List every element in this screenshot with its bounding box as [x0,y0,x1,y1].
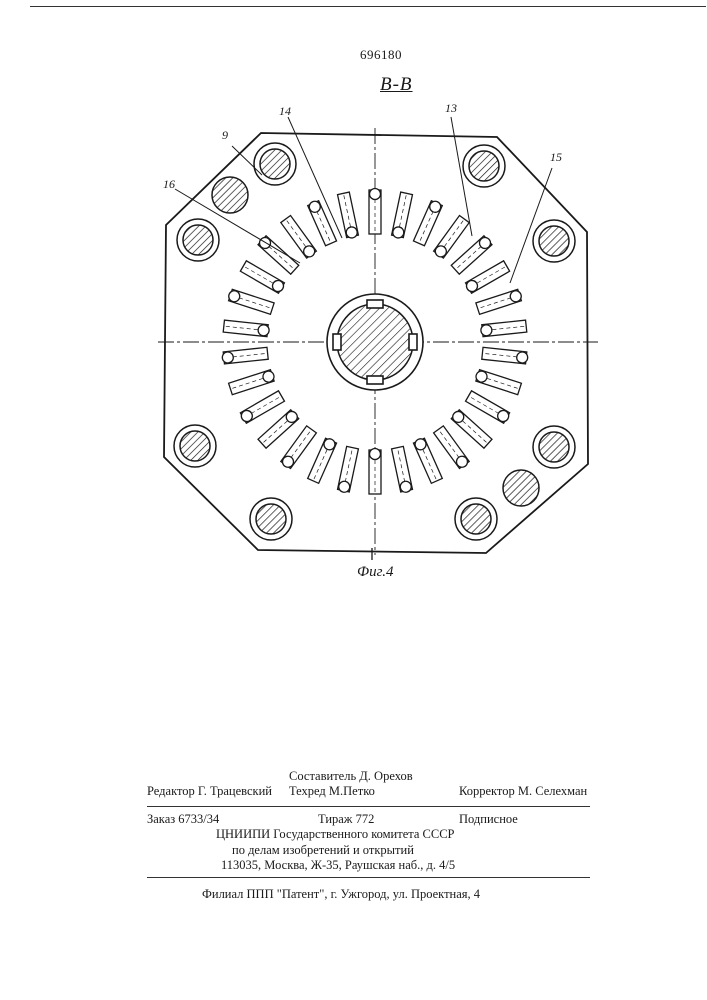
pin [369,189,381,235]
pin [480,320,527,337]
pin [280,426,316,470]
order-number: Заказ 6733/34 [147,812,219,827]
pin [307,199,336,245]
pin [337,446,358,493]
pin [474,369,521,394]
organization-dept: по делам изобретений и открытий [232,843,414,858]
pin [476,289,523,314]
pin [308,437,337,483]
central-hub [327,294,423,390]
compiler: Составитель Д. Орехов [289,769,413,784]
pin [434,426,470,470]
pin [413,199,442,245]
pin [466,391,511,424]
pin [229,369,276,394]
bolt-core [461,504,491,534]
pin [258,409,300,448]
pin [338,192,359,239]
bolt-core [260,149,290,179]
bolt-core [539,432,569,462]
bolt-core [183,225,213,255]
circulation: Тираж 772 [318,812,374,827]
editor: Редактор Г. Трацевский [147,784,272,799]
imprint-rule-1 [147,806,590,807]
bolt [503,470,539,506]
pin [227,289,274,314]
pin [464,261,509,294]
callout-14: 14 [279,104,291,119]
callout-15: 15 [550,150,562,165]
pin [223,320,270,337]
pin [222,347,269,364]
bolt-core [469,151,499,181]
bolt-core [256,504,286,534]
branch-address: Филиал ППП "Патент", г. Ужгород, ул. Про… [202,887,480,902]
subscription-note: Подписное [459,812,518,827]
callout-9: 9 [222,128,228,143]
pin [369,449,381,495]
pin [433,216,469,260]
callout-16: 16 [163,177,175,192]
tech-editor: Техред М.Петко [289,784,375,799]
figure-caption: Фиг.4 [357,564,393,581]
bolt-core [180,431,210,461]
pin [392,446,413,493]
imprint-rule-2 [147,877,590,878]
proofreader: Корректор М. Селехман [459,784,587,799]
pin [239,391,284,424]
organization: ЦНИИПИ Государственного комитета СССР [216,827,455,842]
organization-address: 113035, Москва, Ж-35, Раушская наб., д. … [221,858,455,873]
pin [240,261,285,294]
pin [450,409,492,448]
callout-13: 13 [445,101,457,116]
pin [482,347,529,364]
pin [391,192,412,239]
pin [413,437,442,483]
pin [451,235,493,274]
bolt-core [539,226,569,256]
pin [281,216,317,260]
bolt [212,177,248,213]
